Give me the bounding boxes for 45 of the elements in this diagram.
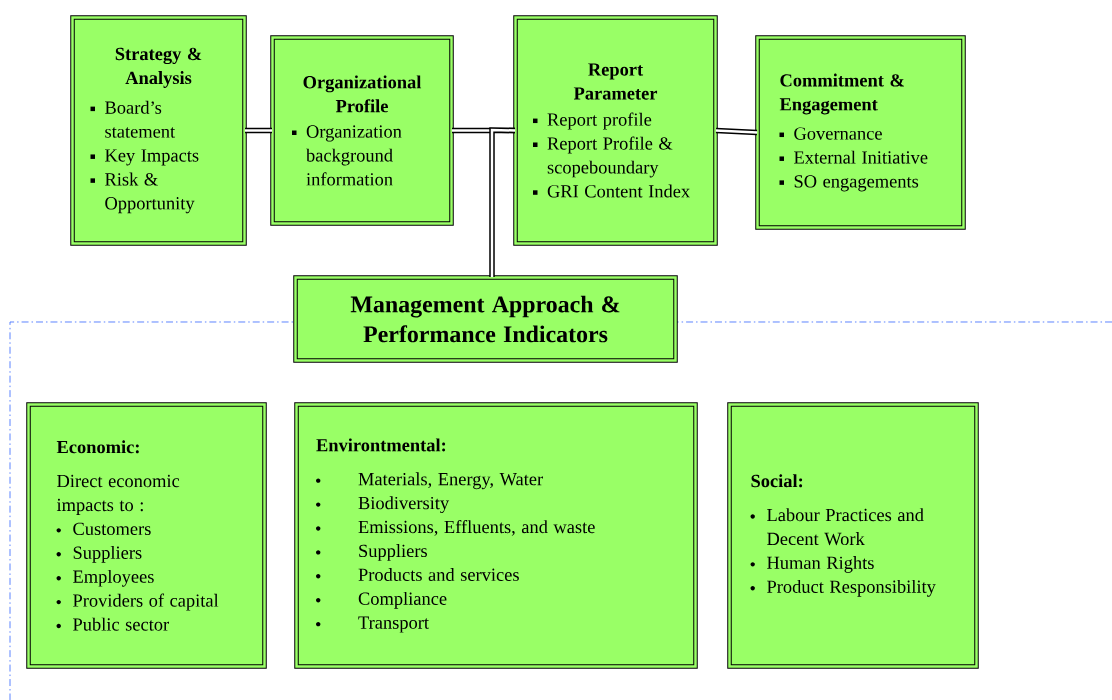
category-box [293,275,678,363]
list-item: Employees [56,569,154,587]
box-heading: Organizational Profile [303,75,422,113]
category-box [70,15,247,246]
connector-line [245,127,272,134]
box-heading: Management Approach & Performance Indicators [350,295,620,343]
list-item: Products and services [316,568,519,581]
list-item: Report profile [533,112,652,130]
list-item: Materials, Energy, Water [316,472,543,490]
body-text: Direct economic impacts to : [56,474,180,515]
list-item: External Initiative [779,150,928,164]
box-heading: Report Parameter [573,63,658,100]
list-item: Emissions, Effluents, and waste [316,520,595,536]
list-item: GRI Content Index [533,184,690,198]
box-heading: Economic: [56,440,139,454]
category-box [270,35,454,226]
list-item: Organization background information [292,125,402,186]
box-heading: Commitment & Engagement [779,73,904,115]
category-box [727,402,979,669]
list-item: Governance [779,127,882,140]
category-box [755,35,966,230]
list-item: Risk & Opportunity [90,172,195,214]
box-heading: Strategy & Analysis [115,47,202,88]
list-item: Customers [56,522,151,536]
box-heading: Environtmental: [316,438,446,452]
connector-line [715,127,758,136]
list-item: Suppliers [56,546,142,563]
list-item: Transport [316,616,429,633]
category-box [294,402,698,669]
list-item: Biodiversity [316,496,450,514]
category-box [26,402,267,669]
list-item: Human Rights [750,556,874,573]
list-item: Product Responsibility [750,579,936,597]
list-item: Public sector [56,617,169,631]
category-box [513,15,718,246]
list-item: Labour Practices and Decent Work [750,508,924,546]
connector-line [489,127,516,277]
list-item: Board’s statement [90,100,176,138]
list-item: Key Impacts [90,149,199,166]
list-item: Suppliers [316,544,427,561]
box-heading: Social: [751,474,803,488]
list-item: Compliance [316,591,447,609]
list-item: Providers of capital [56,593,219,611]
list-item: Report Profile & scopeboundary [533,136,673,178]
list-item: SO engagements [779,175,919,192]
